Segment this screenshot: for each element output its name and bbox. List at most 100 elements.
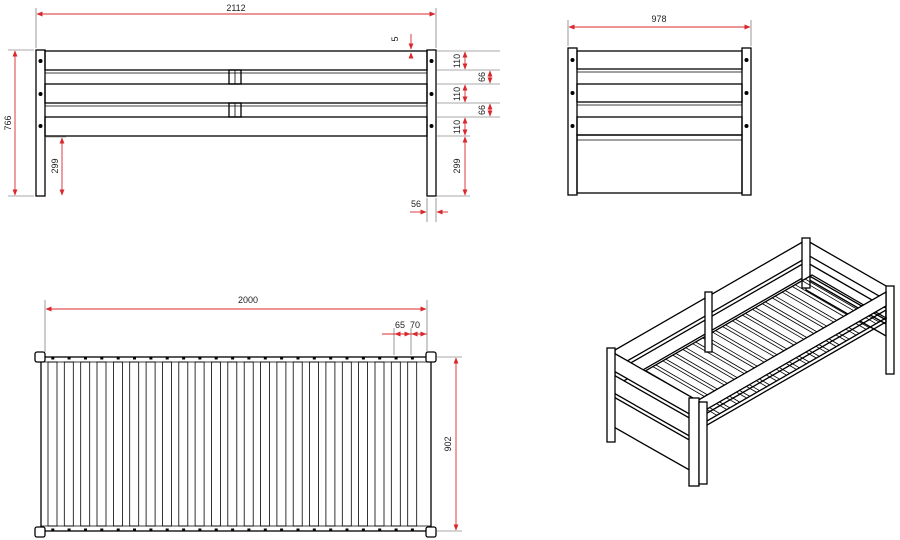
dim-front-gap-2: 66 xyxy=(477,105,487,115)
dim-front-leg-right: 299 xyxy=(452,158,462,173)
dim-top-length: 2000 xyxy=(238,295,258,305)
top-slat-clip xyxy=(198,528,202,532)
top-slat-clip xyxy=(100,356,104,360)
dim-top-slat-gap: 65 xyxy=(395,320,405,330)
top-slat xyxy=(374,361,385,527)
top-slat xyxy=(292,361,303,527)
top-corner-post-br xyxy=(425,526,437,538)
dim-front-height: 766 xyxy=(3,115,13,130)
top-slat-clip xyxy=(247,356,251,360)
top-slat xyxy=(243,361,254,527)
top-slat xyxy=(211,361,221,527)
top-view: 2000 65 70 902 xyxy=(34,295,462,538)
top-slat-clip xyxy=(165,528,169,532)
top-slat-clip xyxy=(51,528,55,532)
top-slat-clip xyxy=(263,356,267,360)
top-slat xyxy=(145,361,156,527)
dim-front-rail-3: 110 xyxy=(452,120,462,134)
iso-right-back-post xyxy=(801,237,811,289)
top-slat xyxy=(80,361,91,527)
top-slat-clip xyxy=(51,356,55,360)
top-slat-clip xyxy=(296,356,300,360)
top-slat-clip xyxy=(394,356,398,360)
top-slat xyxy=(407,361,418,527)
top-frame xyxy=(40,356,432,532)
iso-right-front-post xyxy=(885,285,895,375)
top-slat xyxy=(341,361,352,527)
dim-front-rail-2: 110 xyxy=(452,87,462,101)
top-slat xyxy=(178,361,189,527)
top-slat xyxy=(96,361,107,527)
iso-left-front-post xyxy=(688,397,700,487)
top-slat-clip xyxy=(378,528,382,532)
front-view: 2112 766 299 5 110 110 110 299 66 66 xyxy=(3,3,500,222)
top-slat-clip xyxy=(231,528,235,532)
side-panel xyxy=(576,134,743,194)
top-slat-clip xyxy=(133,356,136,360)
dim-top-width: 902 xyxy=(443,436,453,451)
top-corner-post-tl xyxy=(34,351,46,363)
isometric-view xyxy=(606,237,895,487)
side-rail-middle xyxy=(576,83,743,103)
iso-front-rail xyxy=(694,290,887,418)
top-slat-clip xyxy=(67,528,71,532)
top-slat-clip xyxy=(214,528,218,532)
top-slat-clip xyxy=(296,528,300,532)
side-view: 978 xyxy=(567,14,752,196)
top-slat-clip xyxy=(247,528,251,532)
top-slat-clip xyxy=(410,528,414,532)
iso-right-end-rail xyxy=(805,238,894,306)
dim-top-slat-width: 70 xyxy=(410,320,420,330)
dim-front-gap-top: 5 xyxy=(390,36,400,41)
top-slat-clip xyxy=(133,528,136,532)
top-slats xyxy=(47,356,418,532)
top-slat-clip xyxy=(116,528,120,532)
dim-front-post-width: 56 xyxy=(411,199,421,209)
top-slat xyxy=(194,361,205,527)
top-slat xyxy=(276,361,287,527)
top-slat-clip xyxy=(329,356,333,360)
top-slat xyxy=(260,361,270,527)
front-left-post xyxy=(35,49,46,197)
top-slat-clip xyxy=(67,356,71,360)
top-slat-clip xyxy=(198,356,202,360)
top-slat-clip xyxy=(280,528,284,532)
top-slat xyxy=(325,361,336,527)
front-rail-top xyxy=(44,50,428,71)
top-slat-clip xyxy=(263,528,267,532)
top-slat-clip xyxy=(312,356,316,360)
dim-front-length: 2112 xyxy=(226,3,245,13)
front-rail-middle xyxy=(44,83,428,104)
top-corner-post-tr xyxy=(425,351,437,363)
top-slat-clip xyxy=(116,356,120,360)
top-slat-clip xyxy=(280,356,284,360)
top-slat-clip xyxy=(410,356,414,360)
top-slat-clip xyxy=(329,528,333,532)
top-slat-clip xyxy=(165,356,169,360)
top-slat-clip xyxy=(84,528,87,532)
front-rail-bottom xyxy=(44,116,428,137)
top-slat-clip xyxy=(231,356,235,360)
top-slat-clip xyxy=(394,528,398,532)
top-slat-clip xyxy=(378,356,382,360)
top-slat xyxy=(47,361,58,527)
top-slat-clip xyxy=(361,356,365,360)
side-left-post xyxy=(567,47,578,196)
top-slat-clip xyxy=(182,528,186,532)
top-slat xyxy=(227,361,238,527)
top-slat-clip xyxy=(100,528,104,532)
top-slat xyxy=(129,361,140,527)
dim-front-gap-1: 66 xyxy=(477,72,487,82)
iso-left-back-post xyxy=(606,347,616,443)
iso-back-middle-post xyxy=(704,291,713,353)
side-rail-bottom xyxy=(576,116,743,136)
front-right-post xyxy=(426,49,437,197)
top-slat xyxy=(358,361,369,527)
top-slat-clip xyxy=(214,356,218,360)
dim-side-width: 978 xyxy=(651,14,666,24)
side-rail-top xyxy=(576,50,743,70)
top-slat xyxy=(113,361,123,527)
top-slat-clip xyxy=(345,528,349,532)
top-slat xyxy=(309,361,320,527)
